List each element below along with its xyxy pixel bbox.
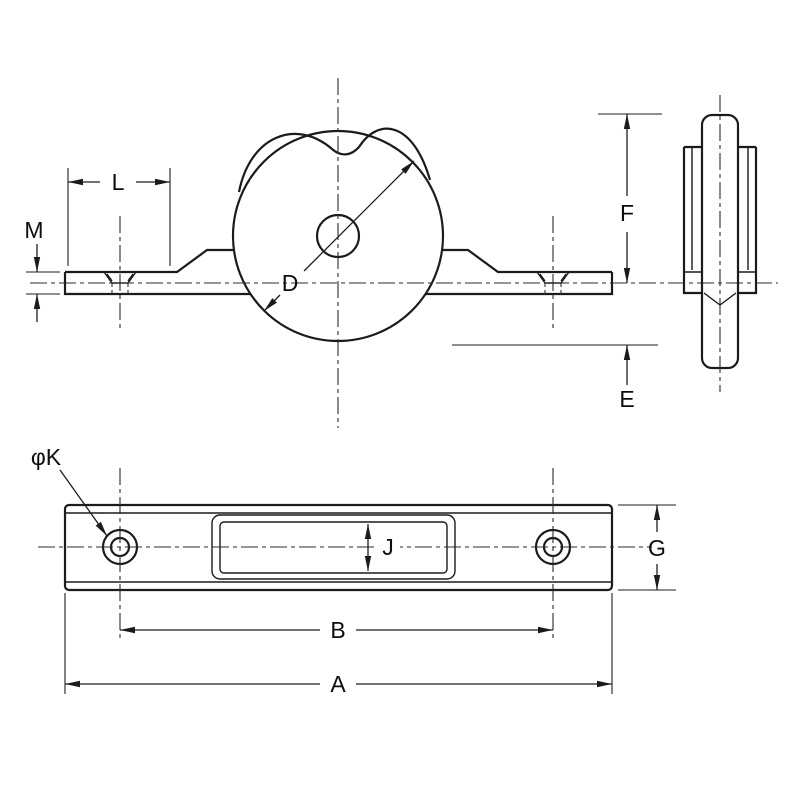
dim-label-e: E — [619, 386, 634, 412]
dimension-G: G — [618, 504, 676, 591]
dimension-J: J — [364, 524, 400, 571]
plan-view — [38, 468, 652, 641]
side-view — [682, 95, 758, 392]
dimension-D: D — [263, 160, 415, 312]
dimension-E: E — [452, 344, 658, 412]
plan-plate-edge-lines — [65, 512, 612, 583]
dimension-M: M — [24, 217, 60, 322]
dimension-L: L — [67, 168, 171, 266]
dimension-F: F — [598, 113, 662, 283]
dim-label-b: B — [330, 617, 345, 643]
side-bracket — [682, 145, 758, 306]
dimension-phi-k: φK — [31, 444, 108, 537]
dimension-A: A — [64, 593, 613, 697]
front-view — [63, 78, 614, 428]
dim-label-a: A — [330, 671, 346, 697]
dimension-B: B — [120, 617, 553, 643]
dim-label-l: L — [112, 169, 125, 195]
bracket-plate-outline — [63, 248, 614, 296]
dim-label-g: G — [648, 535, 666, 561]
wheel-cap-outline — [237, 127, 432, 193]
dim-label-j: J — [382, 534, 394, 560]
dim-label-phi-k: φK — [31, 444, 62, 470]
dim-label-f: F — [620, 200, 634, 226]
dim-label-m: M — [24, 217, 43, 243]
dim-label-d: D — [282, 270, 299, 296]
